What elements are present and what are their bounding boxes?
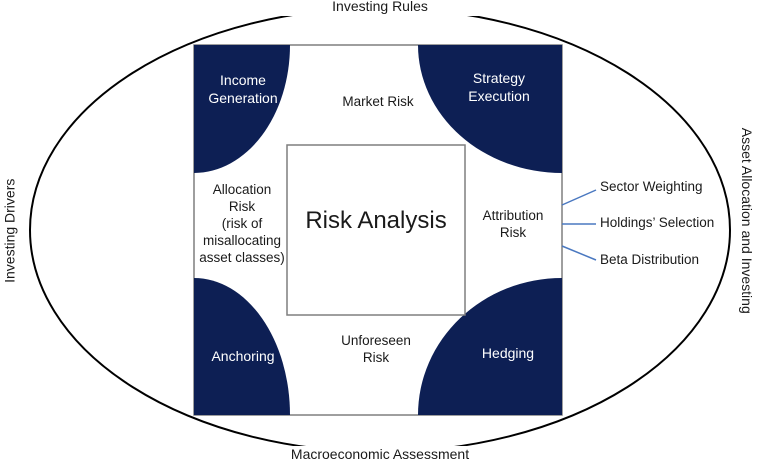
risk-line: Market Risk	[342, 94, 414, 109]
corner-label-hedging: Hedging	[453, 345, 563, 363]
center-title: Risk Analysis	[305, 207, 447, 234]
side-item-beta-distribution: Beta Distribution	[600, 252, 700, 267]
risk-line: Risk	[362, 349, 390, 365]
corner-quadrant-top-left	[194, 45, 290, 173]
risk-label-attribution: Attribution Risk	[453, 208, 573, 242]
risk-label-market: Market Risk	[318, 94, 438, 111]
center-box	[286, 144, 466, 316]
risk-line: Allocation	[212, 182, 272, 197]
corner-line: Strategy	[472, 70, 526, 86]
corner-line: Generation	[208, 89, 278, 106]
side-item-sector-weighting: Sector Weighting	[600, 179, 703, 194]
corner-quadrant-top-right	[418, 45, 562, 173]
corner-quadrant-bottom-right	[418, 278, 562, 415]
corner-label-income-generation: Income Generation	[188, 72, 298, 107]
edge-label-top: Investing Rules	[280, 0, 480, 16]
corner-line: Anchoring	[211, 348, 275, 364]
edge-label-left: Investing Drivers	[1, 165, 19, 296]
corner-quadrant-bottom-left	[194, 278, 290, 415]
risk-line: Risk	[228, 198, 256, 214]
corner-line: Income	[220, 72, 266, 88]
risk-label-unforeseen: Unforeseen Risk	[316, 333, 436, 367]
connector-line-1	[561, 189, 597, 206]
risk-line: Attribution	[482, 208, 544, 223]
corner-line: Execution	[468, 87, 530, 104]
edge-label-right: Asset Allocation and Investing	[737, 115, 755, 326]
connector-lines	[561, 189, 597, 261]
edge-label-bottom: Macroeconomic Assessment	[270, 446, 490, 464]
risk-line: Risk	[499, 224, 527, 240]
connector-line-3	[561, 245, 597, 261]
corner-label-strategy-execution: Strategy Execution	[444, 70, 554, 105]
side-item-holdings-selection: Holdings’ Selection	[600, 215, 715, 230]
risk-line: (risk of	[221, 215, 263, 231]
risk-line: Unforeseen	[341, 333, 411, 348]
risk-label-allocation: Allocation Risk (risk of misallocating a…	[182, 182, 302, 266]
risk-line: asset classes)	[199, 249, 285, 265]
corner-line: Hedging	[481, 345, 535, 361]
risk-line: misallocating	[202, 232, 282, 248]
corner-label-anchoring: Anchoring	[188, 348, 298, 366]
